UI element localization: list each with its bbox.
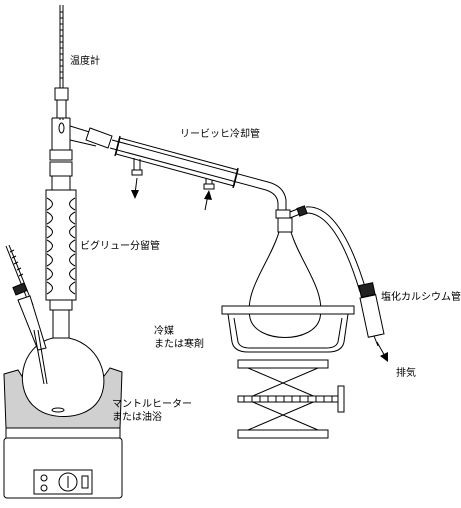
still-head (49, 117, 97, 177)
vigreux-column-label: ビグリュー分留管 (80, 241, 160, 252)
liebig-condenser-icon (85, 127, 291, 219)
round-bottom-flask-icon (22, 335, 105, 418)
liebig-condenser-label: リービッヒ冷却管 (180, 129, 260, 140)
thermometer-icon (54, 5, 69, 134)
heater-label-line1: マントルヒーター (112, 399, 192, 410)
thermometer-label: 温度計 (70, 56, 100, 67)
exhaust-label: 排気 (396, 368, 416, 379)
receiving-flask-icon (248, 217, 322, 338)
lab-jack-icon (237, 359, 345, 439)
arrow-icon (204, 190, 212, 211)
arrow-icon (131, 177, 139, 199)
calcium-chloride-tube-icon (358, 282, 385, 347)
arrow-icon (376, 341, 388, 362)
cooling-bath-icon (221, 305, 355, 353)
coolant-label-line1: 冷媒 (154, 326, 174, 337)
heater-label-line2: または油浴 (112, 412, 162, 423)
side-neck-probe (5, 244, 48, 385)
calcium-chloride-tube-label: 塩化カルシウム管 (381, 292, 461, 303)
coolant-label-line2: または寒剤 (154, 339, 204, 350)
mantle-heater-icon (3, 367, 123, 499)
vacuum-adapter (289, 205, 367, 293)
vigreux-column-icon (45, 176, 77, 335)
